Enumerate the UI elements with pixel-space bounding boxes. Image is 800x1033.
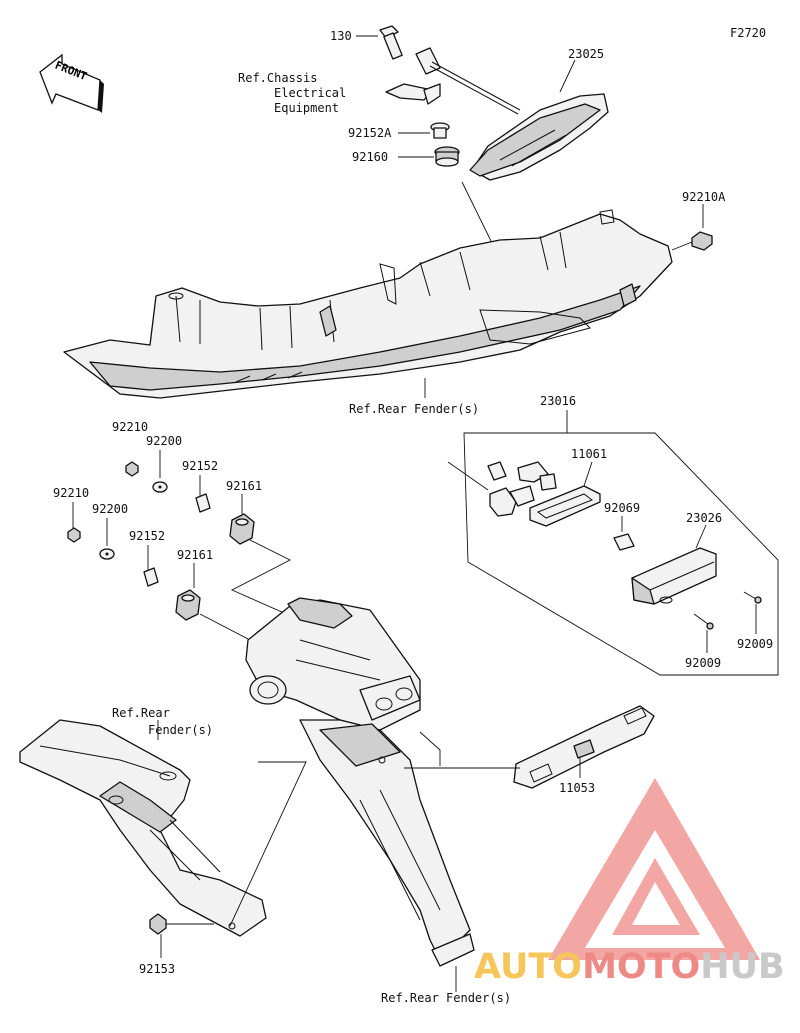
front-arrow-icon: FRONT xyxy=(39,53,104,113)
label-92200-lower: 92200 xyxy=(92,502,128,516)
label-92152-upper: 92152 xyxy=(182,459,218,473)
collar-92152-lower-icon xyxy=(143,545,159,587)
label-92210a: 92210A xyxy=(682,190,726,204)
label-92152a: 92152A xyxy=(348,126,392,140)
bolt-92153-icon xyxy=(149,913,214,958)
label-11061: 11061 xyxy=(571,447,607,461)
lens-clip-92069 xyxy=(613,516,635,551)
label-23026: 23026 xyxy=(686,511,722,525)
watermark-hub: HUB xyxy=(700,947,784,987)
bracket-11053 xyxy=(513,705,655,789)
license-plate-holder xyxy=(245,597,475,967)
ref-rear-fender-bottom: Ref.Rear Fender(s) xyxy=(381,991,511,1005)
label-92161-lower: 92161 xyxy=(177,548,213,562)
ref-chassis-1: Ref.Chassis xyxy=(238,71,317,85)
rear-fender-lower xyxy=(19,719,267,937)
rear-fender-upper xyxy=(63,209,673,399)
ref-chassis-2: Electrical xyxy=(274,86,346,100)
bolt-130-icon xyxy=(356,25,403,60)
watermark-moto: MOTO xyxy=(582,947,700,987)
ref-rear-fender-left-2: Fender(s) xyxy=(148,723,213,737)
screw-92009a-icon xyxy=(743,591,762,634)
collar-92152-upper-icon xyxy=(195,475,211,513)
nut-92210-lower-icon xyxy=(67,502,81,543)
chassis-bracket xyxy=(385,83,441,105)
lens-23026 xyxy=(631,524,717,605)
nut-92210a-icon xyxy=(671,204,713,251)
label-92210-upper: 92210 xyxy=(112,420,148,434)
label-11053: 11053 xyxy=(559,781,595,795)
socket-assembly xyxy=(447,461,557,517)
screw-92009b-icon xyxy=(693,613,714,653)
ref-rear-fender-left-1: Ref.Rear xyxy=(112,706,170,720)
label-92210-lower: 92210 xyxy=(53,486,89,500)
label-92009-b: 92009 xyxy=(685,656,721,670)
collar-92152a-icon xyxy=(398,122,450,139)
damper-92161-upper-icon xyxy=(229,494,255,545)
gasket-11061 xyxy=(529,461,601,527)
ref-chassis-3: Equipment xyxy=(274,101,339,115)
label-92152-lower: 92152 xyxy=(129,529,165,543)
figure-code: F2720 xyxy=(730,26,766,40)
label-23025: 23025 xyxy=(568,47,604,61)
watermark-text: AUTOMOTOHUB xyxy=(474,947,785,987)
washer-92200-lower-icon xyxy=(99,518,115,560)
watermark-logo xyxy=(548,778,760,960)
label-92161-upper: 92161 xyxy=(226,479,262,493)
washer-92200-upper-icon xyxy=(152,450,168,493)
grommet-92160-icon xyxy=(398,146,460,167)
watermark-auto: AUTO xyxy=(474,947,582,987)
damper-92161-lower-icon xyxy=(175,563,201,621)
nut-92210-upper-icon xyxy=(125,461,139,477)
label-92009-a: 92009 xyxy=(737,637,773,651)
label-92153: 92153 xyxy=(139,962,175,976)
label-92160: 92160 xyxy=(352,150,388,164)
light-23025 xyxy=(415,47,609,181)
ref-rear-fender-top: Ref.Rear Fender(s) xyxy=(349,402,479,416)
label-92069: 92069 xyxy=(604,501,640,515)
label-130: 130 xyxy=(330,29,352,43)
label-23016: 23016 xyxy=(540,394,576,408)
label-92200-upper: 92200 xyxy=(146,434,182,448)
